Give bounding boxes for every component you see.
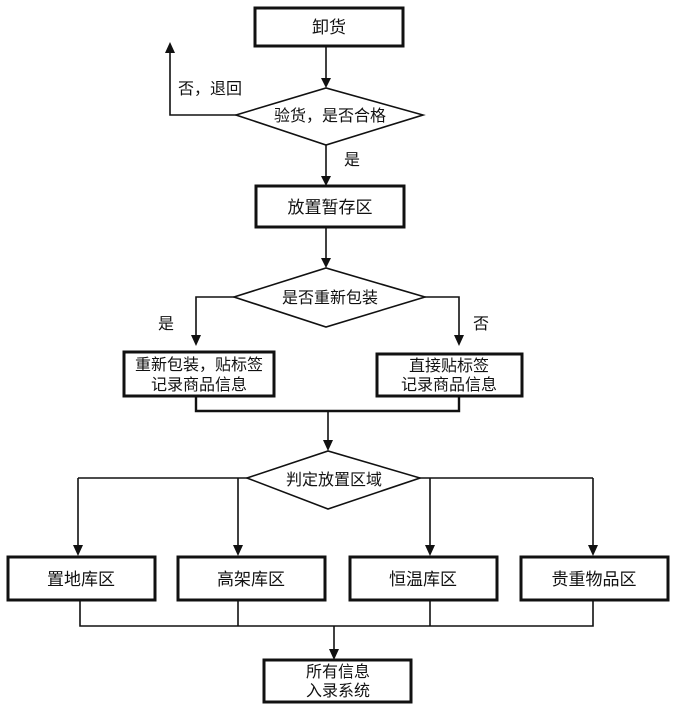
connector-merge-labels	[194, 396, 461, 413]
node-inspect: 验货，是否合格	[233, 87, 426, 146]
node-temp-storage-label: 放置暂存区	[288, 198, 373, 218]
arrowhead	[323, 440, 333, 451]
node-zone-highrack-label: 高架库区	[217, 570, 285, 590]
node-temp-storage: 放置暂存区	[254, 184, 406, 229]
node-unload-label: 卸货	[312, 18, 346, 38]
connector-reject	[169, 52, 236, 116]
edge-label-repack-yes: 是	[158, 314, 174, 333]
node-zone-thermo: 恒温库区	[348, 555, 499, 602]
node-zone-decision: 判定放置区域	[244, 450, 423, 510]
node-direct-label-line2: 记录商品信息	[401, 375, 497, 394]
node-direct-label: 直接贴标签 记录商品信息	[375, 352, 524, 398]
node-zone-highrack: 高架库区	[176, 555, 327, 602]
node-direct-label-line1: 直接贴标签	[409, 356, 489, 375]
node-enter-system: 所有信息 入录系统	[262, 658, 413, 704]
node-zone-floor: 置地库区	[6, 555, 157, 602]
node-unload: 卸货	[253, 6, 405, 48]
edge-label-repack-no: 否	[473, 314, 489, 333]
connector-repack-no	[425, 296, 460, 336]
node-zone-thermo-label: 恒温库区	[389, 570, 457, 590]
node-repack-label-line2: 记录商品信息	[151, 375, 247, 394]
node-zone-valuables-label: 贵重物品区	[552, 570, 637, 590]
node-zone-decision-label: 判定放置区域	[286, 470, 382, 489]
arrowhead	[321, 78, 331, 88]
node-enter-system-line2: 入录系统	[306, 681, 370, 700]
arrowhead	[191, 335, 201, 346]
connector-merge-zones	[79, 601, 594, 627]
node-zone-floor-label: 置地库区	[47, 570, 115, 590]
edge-label-reject: 否，退回	[178, 79, 242, 98]
arrowhead	[329, 649, 339, 660]
arrowhead	[73, 545, 83, 556]
arrowhead	[454, 335, 464, 346]
node-inspect-label: 验货，是否合格	[274, 106, 386, 125]
node-zone-valuables: 贵重物品区	[519, 555, 670, 602]
node-repack-decision: 是否重新包装	[231, 267, 428, 328]
node-repack-decision-label: 是否重新包装	[282, 288, 378, 307]
arrowhead	[425, 545, 435, 556]
node-repack-label: 重新包装，贴标签 记录商品信息	[122, 350, 276, 398]
arrowhead	[321, 258, 331, 268]
arrowhead	[165, 42, 175, 53]
node-repack-label-line1: 重新包装，贴标签	[135, 355, 263, 374]
node-enter-system-line1: 所有信息	[306, 662, 370, 681]
connector-repack-yes	[195, 296, 234, 336]
arrowhead	[321, 176, 331, 186]
edge-label-pass: 是	[344, 150, 360, 169]
arrowhead	[233, 545, 243, 556]
arrowhead	[588, 545, 598, 556]
